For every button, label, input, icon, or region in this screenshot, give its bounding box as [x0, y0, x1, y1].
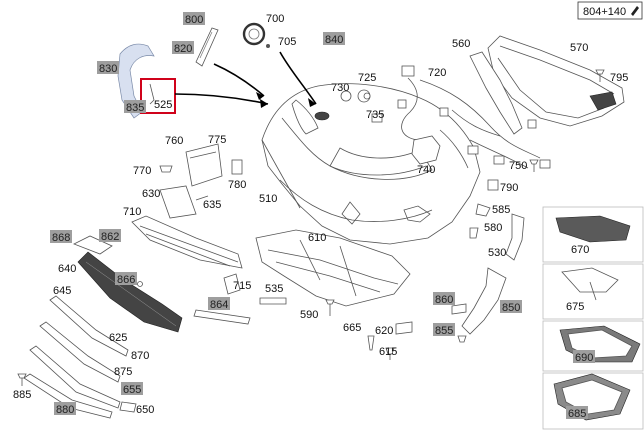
right-bracket-530[interactable] — [469, 203, 525, 261]
label-570[interactable]: 570 — [570, 42, 588, 54]
label-850[interactable]: 850 — [502, 302, 520, 314]
label-835[interactable]: 835 — [126, 102, 144, 114]
label-670[interactable]: 670 — [571, 244, 589, 256]
label-725[interactable]: 725 — [358, 72, 376, 84]
label-720[interactable]: 720 — [428, 67, 446, 79]
label-650[interactable]: 650 — [136, 404, 154, 416]
label-675[interactable]: 675 — [566, 301, 584, 313]
pencil-icon — [631, 6, 639, 16]
license-plate-bracket[interactable] — [159, 143, 243, 187]
label-868[interactable]: 868 — [52, 232, 70, 244]
label-700[interactable]: 700 — [266, 13, 284, 25]
plain-labels: 700 705 720 725 730 735 740 750 795 790 … — [13, 13, 628, 416]
part-525[interactable] — [140, 78, 176, 114]
boxed-labels: 800 820 830 835 840 868 862 866 864 860 … — [50, 12, 595, 420]
label-795[interactable]: 795 — [610, 72, 628, 84]
inset-675[interactable] — [542, 263, 644, 320]
label-730[interactable]: 730 — [331, 82, 349, 94]
label-735[interactable]: 735 — [366, 109, 384, 121]
label-635[interactable]: 635 — [203, 199, 221, 211]
label-590[interactable]: 590 — [300, 309, 318, 321]
label-580[interactable]: 580 — [484, 222, 502, 234]
inset-685[interactable] — [542, 372, 644, 430]
label-620[interactable]: 620 — [375, 325, 393, 337]
screw-795[interactable] — [595, 69, 605, 82]
label-655[interactable]: 655 — [123, 384, 141, 396]
screw-750[interactable] — [529, 159, 539, 172]
label-875[interactable]: 875 — [114, 366, 132, 378]
label-615[interactable]: 615 — [379, 346, 397, 358]
label-630[interactable]: 630 — [142, 188, 160, 200]
ref-code-box: 804+140 — [577, 1, 643, 20]
lower-grille-640[interactable] — [77, 251, 183, 333]
lower-support-710[interactable] — [73, 215, 243, 269]
label-690[interactable]: 690 — [575, 352, 593, 364]
label-866[interactable]: 866 — [117, 274, 135, 286]
ref-code: 804+140 — [583, 6, 626, 18]
upper-trim-570[interactable] — [487, 35, 625, 127]
label-510[interactable]: 510 — [259, 193, 277, 205]
screw-885[interactable] — [17, 373, 27, 386]
label-740[interactable]: 740 — [417, 164, 435, 176]
label-625[interactable]: 625 — [109, 332, 127, 344]
label-640[interactable]: 640 — [58, 263, 76, 275]
label-800[interactable]: 800 — [185, 14, 203, 26]
bumper-cover[interactable] — [261, 83, 481, 245]
label-790[interactable]: 790 — [500, 182, 518, 194]
label-715[interactable]: 715 — [233, 280, 251, 292]
label-770[interactable]: 770 — [133, 165, 151, 177]
label-775[interactable]: 775 — [208, 134, 226, 146]
trim-strips-lower[interactable] — [23, 295, 137, 419]
label-860[interactable]: 860 — [435, 294, 453, 306]
label-610[interactable]: 610 — [308, 232, 326, 244]
label-862[interactable]: 862 — [101, 231, 119, 243]
underbody-shield[interactable] — [255, 229, 411, 307]
bracket-630-635[interactable] — [159, 185, 209, 219]
label-585[interactable]: 585 — [492, 204, 510, 216]
label-535[interactable]: 535 — [265, 283, 283, 295]
bracket-560[interactable] — [469, 51, 523, 135]
trim-864-715[interactable] — [193, 273, 287, 325]
label-710[interactable]: 710 — [123, 206, 141, 218]
label-560[interactable]: 560 — [452, 38, 470, 50]
leader-lines — [174, 51, 317, 108]
label-864[interactable]: 864 — [210, 299, 228, 311]
label-855[interactable]: 855 — [435, 325, 453, 337]
label-880[interactable]: 880 — [56, 404, 74, 416]
label-820[interactable]: 820 — [174, 43, 192, 55]
parking-sensor[interactable] — [340, 89, 383, 123]
trim-strip-800-820[interactable] — [195, 27, 219, 67]
label-870[interactable]: 870 — [131, 350, 149, 362]
label-830[interactable]: 830 — [99, 63, 117, 75]
label-525[interactable]: 525 — [154, 99, 172, 111]
label-530[interactable]: 530 — [488, 247, 506, 259]
label-885[interactable]: 885 — [13, 389, 31, 401]
inset-670[interactable] — [542, 206, 644, 263]
emblem-ring-700[interactable] — [242, 22, 270, 48]
bracket-740[interactable] — [411, 135, 441, 165]
label-665[interactable]: 665 — [343, 322, 361, 334]
clip-790[interactable] — [487, 179, 499, 191]
label-840[interactable]: 840 — [325, 34, 343, 46]
label-705[interactable]: 705 — [278, 36, 296, 48]
side-bracket-850[interactable] — [451, 267, 507, 335]
label-750[interactable]: 750 — [509, 160, 527, 172]
label-685[interactable]: 685 — [568, 408, 586, 420]
wiring-harness[interactable] — [397, 65, 551, 169]
label-760[interactable]: 760 — [165, 135, 183, 147]
label-645[interactable]: 645 — [53, 285, 71, 297]
label-780[interactable]: 780 — [228, 179, 246, 191]
fasteners-bottom[interactable] — [137, 281, 467, 361]
